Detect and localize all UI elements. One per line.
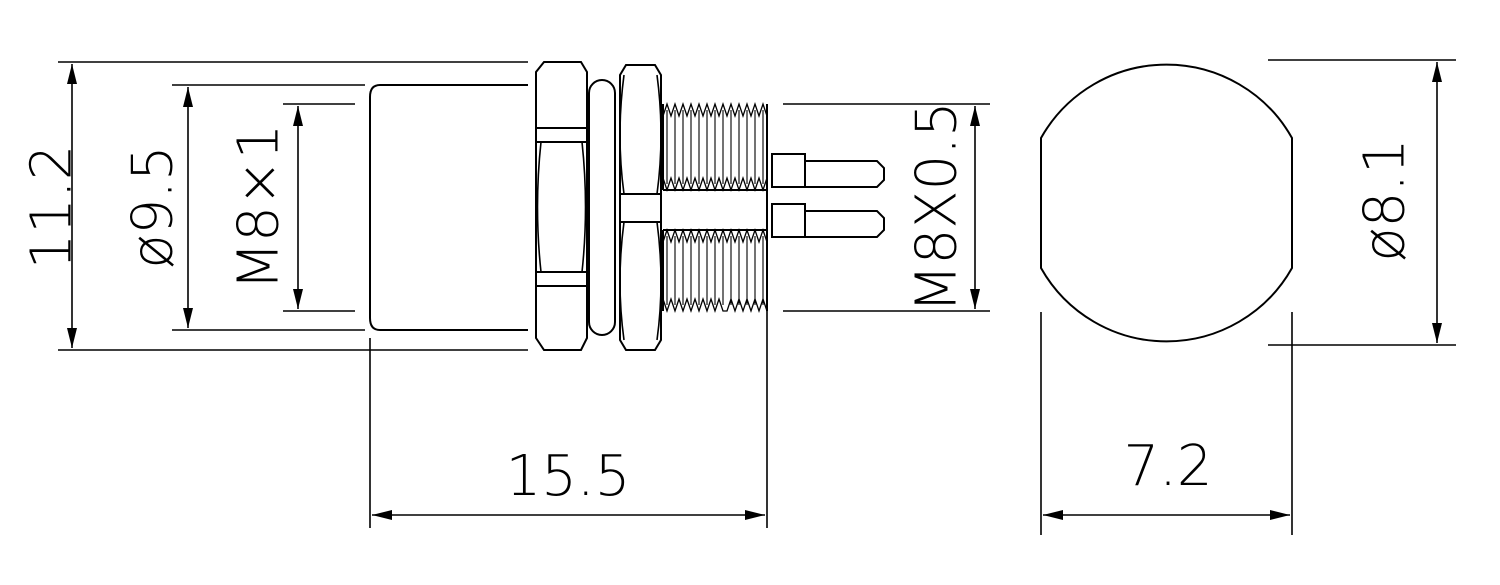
side-view: 11.2 ø9.5 M8×1 M8X0.5 15.5 bbox=[20, 61, 990, 528]
dim-front-thread: M8×1 bbox=[227, 124, 292, 291]
extension-lines bbox=[58, 61, 990, 528]
dim-body-diameter: ø9.5 bbox=[121, 145, 186, 268]
extension-lines bbox=[1040, 59, 1456, 535]
rear-thread bbox=[662, 101, 768, 314]
hex-nut-front bbox=[535, 61, 588, 351]
hex-nut-rear bbox=[619, 64, 662, 351]
dim-flat-width: 7.2 bbox=[1123, 434, 1212, 499]
dimension-lines bbox=[1043, 62, 1442, 520]
dim-rear-thread: M8X0.5 bbox=[905, 101, 970, 312]
front-body bbox=[369, 84, 528, 331]
end-profile bbox=[1040, 63, 1293, 343]
dim-end-diameter: ø8.1 bbox=[1353, 138, 1418, 261]
end-view: 7.2 ø8.1 bbox=[1040, 59, 1456, 535]
dim-length: 15.5 bbox=[506, 444, 631, 509]
washer bbox=[588, 79, 616, 336]
dimension-lines bbox=[67, 64, 980, 520]
dim-overall-height: 11.2 bbox=[20, 145, 85, 270]
contact-pins bbox=[771, 153, 885, 238]
